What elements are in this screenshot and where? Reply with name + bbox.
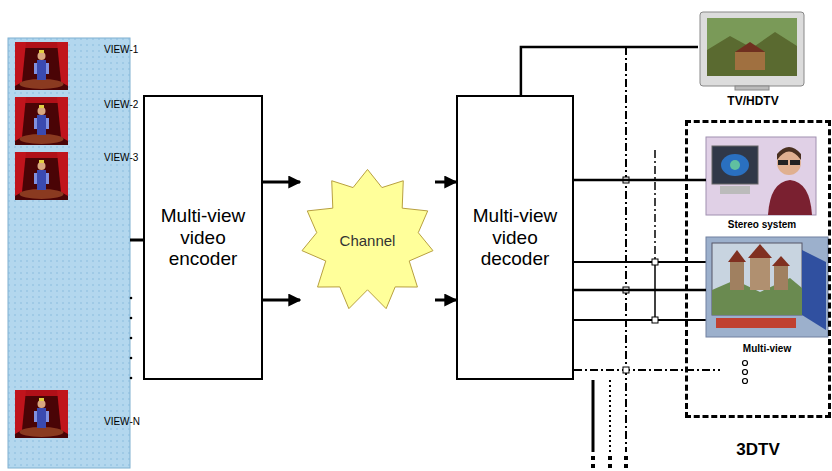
view-image — [15, 390, 68, 438]
channel-burst: Channel — [300, 168, 435, 313]
view-label: VIEW-3 — [104, 152, 138, 163]
encoder-box: Multi-view video encoder — [143, 95, 263, 380]
decoder-box: Multi-view video decoder — [456, 95, 574, 380]
display-region: Stereo systemMulti-view 3DTV — [685, 120, 831, 460]
connector — [263, 181, 300, 184]
bus-line — [625, 47, 627, 452]
view-label: VIEW-1 — [104, 44, 138, 55]
display-device: Multi-view — [706, 236, 828, 354]
connector — [521, 47, 698, 95]
view-image — [15, 152, 68, 200]
bus-line — [609, 380, 611, 452]
input-wire — [130, 239, 143, 242]
connector — [263, 299, 300, 302]
node-label: TV/HDTV — [727, 94, 778, 108]
node-label: Multi-view video encoder — [149, 205, 257, 271]
ellipsis-circles — [743, 361, 748, 384]
view-label: VIEW-2 — [104, 99, 138, 110]
stereo-picture — [706, 137, 816, 215]
connector — [435, 181, 456, 184]
ellipsis-dots — [130, 297, 133, 380]
tv-picture — [700, 12, 804, 90]
bus-line — [592, 380, 595, 452]
node-label: Stereo system — [728, 219, 796, 230]
continuation-dots — [591, 456, 628, 468]
node-label: Channel — [340, 232, 396, 249]
junction — [623, 177, 658, 373]
connector — [435, 299, 456, 302]
node-label: Multi-view video decoder — [462, 205, 568, 271]
node-label: Multi-view — [743, 343, 791, 354]
display-device: Stereo system — [706, 137, 818, 230]
region-outline — [685, 120, 831, 418]
output-wires — [574, 150, 720, 370]
view-image — [15, 42, 68, 90]
node-label: 3DTV — [736, 440, 779, 460]
view-label: VIEW-N — [104, 416, 140, 427]
multiview-picture — [706, 237, 828, 337]
view-image — [15, 97, 68, 145]
display-device: TV/HDTV — [698, 10, 808, 108]
channel-starburst — [302, 169, 433, 308]
